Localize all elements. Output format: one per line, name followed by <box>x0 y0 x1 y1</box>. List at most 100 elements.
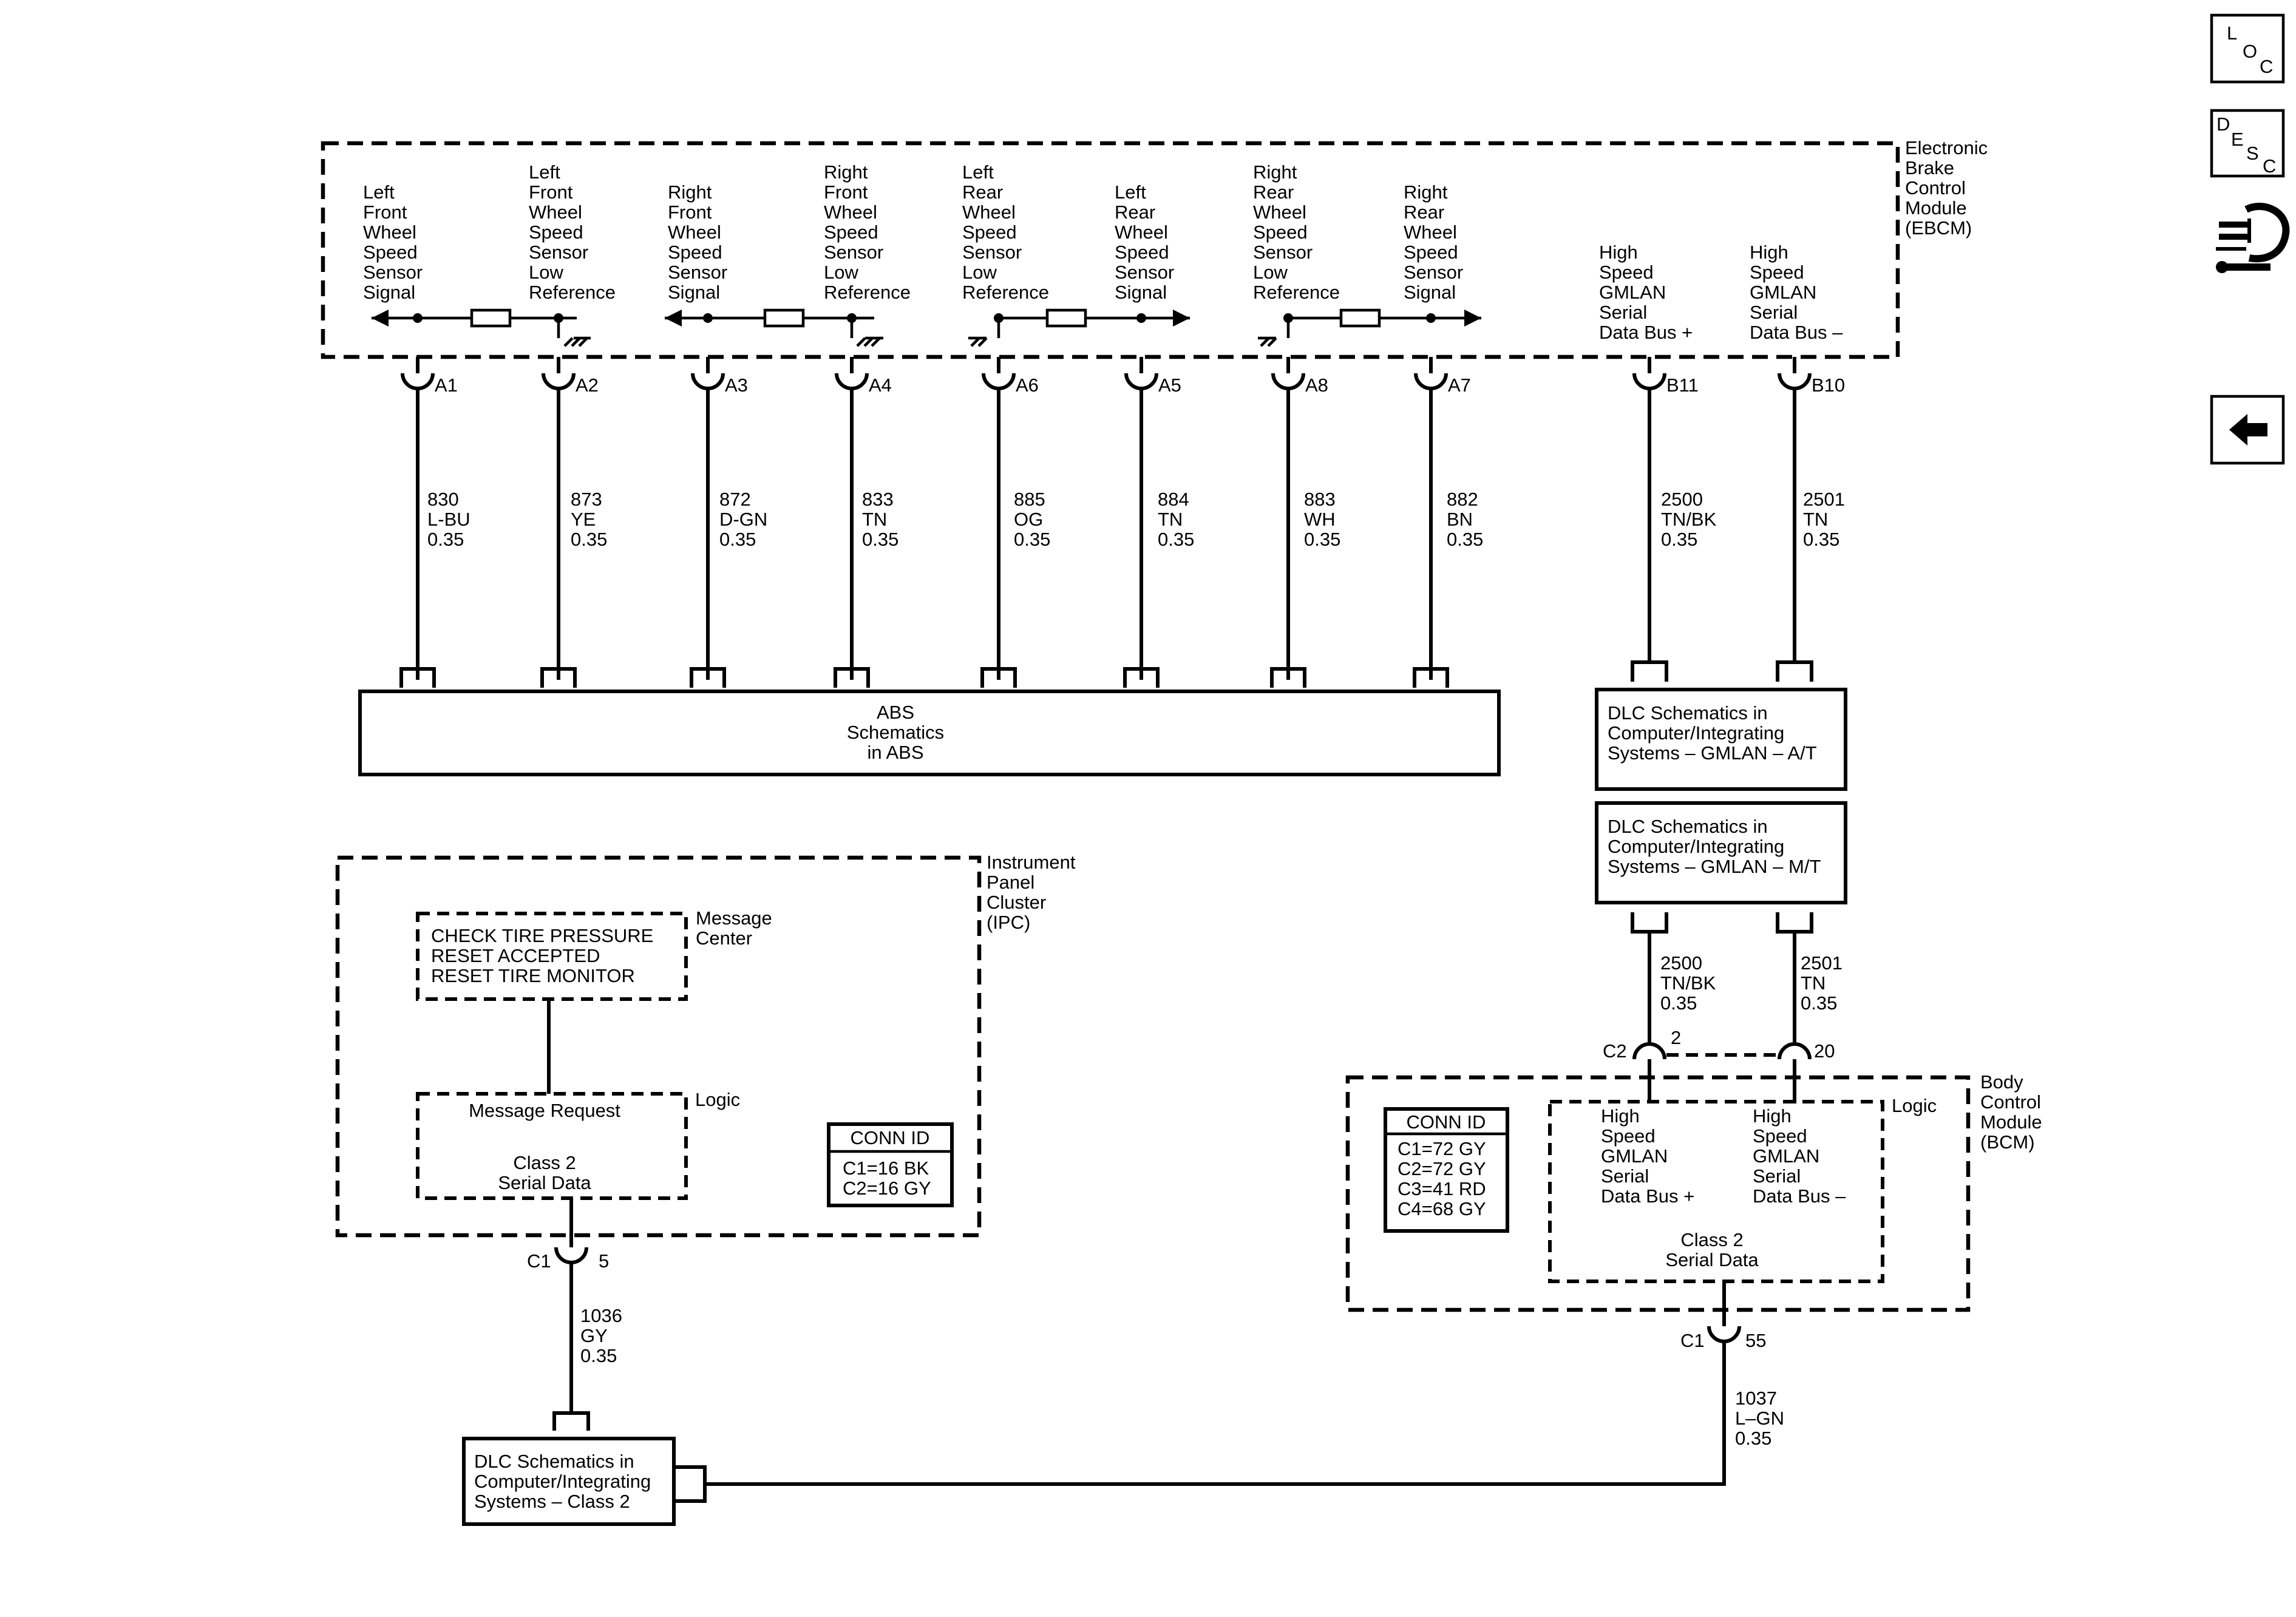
ipc-class2-label: Class 2 Serial Data <box>498 1152 591 1193</box>
svg-text:0.35: 0.35 <box>1660 992 1697 1014</box>
bcm-module-outline <box>1345 1075 1971 1312</box>
circuit-function-label: Left <box>962 161 994 183</box>
wire-label: 883 <box>1304 489 1336 510</box>
back-button[interactable] <box>2210 395 2285 465</box>
wire-label: 0.35 <box>1661 529 1697 550</box>
wire-label: OG <box>1014 509 1043 530</box>
circuit-function-label: Front <box>668 202 712 223</box>
circuit-function-label: Wheel <box>1404 222 1457 243</box>
circuit-function-label: Rear <box>1115 202 1155 223</box>
svg-text:DLC Schematics in: DLC Schematics in <box>1608 702 1768 724</box>
dlc-class2-pin <box>552 1411 590 1431</box>
svg-text:C4=68 GY: C4=68 GY <box>1398 1198 1486 1219</box>
svg-text:Panel: Panel <box>987 872 1034 893</box>
circuit-function-label: Right <box>1404 181 1448 203</box>
wire-label: 830 <box>427 489 459 510</box>
svg-text:5: 5 <box>599 1250 609 1272</box>
circuit-function-label: Rear <box>1404 202 1444 223</box>
connector-pin-label: A6 <box>1016 375 1039 396</box>
svg-text:C1: C1 <box>1680 1330 1705 1351</box>
wire-label: 872 <box>719 489 751 510</box>
svg-text:1037: 1037 <box>1735 1388 1777 1409</box>
wire-label: 0.35 <box>1014 529 1050 550</box>
svg-text:GMLAN: GMLAN <box>1601 1145 1668 1167</box>
wire-label: TN <box>1158 509 1183 530</box>
svg-text:Cluster: Cluster <box>987 892 1046 913</box>
svg-text:GMLAN: GMLAN <box>1753 1145 1819 1167</box>
circuit-function-label: Front <box>529 181 573 203</box>
ipc-c1-connector: C1 5 1036 GY 0.35 <box>527 1198 622 1413</box>
circuit-function-label: Wheel <box>1253 202 1306 223</box>
wire-label: YE <box>571 509 596 530</box>
svg-text:C2=16 GY: C2=16 GY <box>843 1178 931 1199</box>
wire-label: 0.35 <box>1803 529 1839 550</box>
circuit-function-label: GMLAN <box>1599 282 1666 303</box>
circuit-function-label: Data Bus + <box>1599 322 1693 343</box>
lr-sensor-symbol <box>968 308 1190 347</box>
circuit-function-label: Left <box>363 181 395 203</box>
svg-text:Data Bus –: Data Bus – <box>1753 1185 1846 1207</box>
desc-button[interactable]: D E S C <box>2210 109 2285 178</box>
svg-text:RESET ACCEPTED: RESET ACCEPTED <box>431 945 600 966</box>
svg-text:(IPC): (IPC) <box>987 912 1030 933</box>
ipc-module-outline <box>335 855 982 1238</box>
svg-text:Electronic: Electronic <box>1905 137 1988 158</box>
svg-text:High: High <box>1601 1105 1640 1127</box>
rr-sensor-symbol <box>1258 308 1481 347</box>
wire-label: TN <box>862 509 887 530</box>
circuit-function-label: Rear <box>1253 181 1294 203</box>
wire-label: L-BU <box>427 509 470 530</box>
wire-label: 873 <box>571 489 602 510</box>
circuit-function-label: Wheel <box>962 202 1016 223</box>
circuit-function-label: Left <box>529 161 560 183</box>
abs-pin <box>690 667 726 688</box>
circuit-function-label: High <box>1599 242 1638 263</box>
dlc-class2-label: DLC Schematics in Computer/Integrating S… <box>474 1451 651 1512</box>
connector-pin-label: A5 <box>1158 375 1181 396</box>
svg-text:GY: GY <box>580 1325 608 1346</box>
svg-text:1036: 1036 <box>580 1305 622 1326</box>
svg-text:Schematics: Schematics <box>847 722 944 743</box>
circuit-function-label: GMLAN <box>1750 282 1816 303</box>
circuit-function-label: Wheel <box>668 222 721 243</box>
ipc-logic-label: Logic <box>695 1089 740 1110</box>
circuit-function-label: Low <box>962 262 997 283</box>
circuit-function-label: Wheel <box>529 202 582 223</box>
bcm-c1-connector: C1 55 1037 L–GN 0.35 <box>705 1281 1784 1486</box>
ipc-logic-box <box>416 1092 688 1200</box>
lf-sensor-symbol <box>372 308 591 347</box>
gmlan-mid-wires: 2500 TN/BK 0.35 2501 TN 0.35 <box>1648 932 1843 1042</box>
abs-pin <box>540 667 577 688</box>
circuit-function-label: Speed <box>1253 222 1308 243</box>
svg-text:C: C <box>2263 155 2276 177</box>
connector-tool-icon[interactable] <box>2216 203 2290 273</box>
circuit-function-label: Rear <box>962 181 1003 203</box>
circuit-function-label: Speed <box>962 222 1017 243</box>
circuit-function-label: Front <box>824 181 868 203</box>
connector-pin-label: B10 <box>1812 375 1845 396</box>
ebcm-circuit: RightFrontWheelSpeedSensorLowReferenceA4… <box>824 161 911 680</box>
dlc-class2-box <box>462 1437 676 1526</box>
circuit-function-label: Serial <box>1750 302 1798 323</box>
svg-text:Computer/Integrating: Computer/Integrating <box>1608 836 1784 857</box>
circuit-function-label: Speed <box>363 242 418 263</box>
loc-button[interactable]: L O C <box>2210 13 2285 84</box>
circuit-function-label: Speed <box>1750 262 1804 283</box>
circuit-function-label: Sensor <box>1253 242 1313 263</box>
message-center-messages: CHECK TIRE PRESSURE RESET ACCEPTED RESET… <box>431 925 653 986</box>
svg-text:in ABS: in ABS <box>867 742 923 763</box>
wire-label: 0.35 <box>1447 529 1483 550</box>
wire-label: 0.35 <box>862 529 898 550</box>
wire-label: TN/BK <box>1661 509 1717 530</box>
dlc-gmlan-at-label: DLC Schematics in Computer/Integrating S… <box>1608 702 1817 764</box>
circuit-function-label: Sensor <box>363 262 423 283</box>
circuit-function-label: Signal <box>1115 282 1167 303</box>
bcm-c2-connector: C2 2 20 <box>1603 1027 1835 1103</box>
svg-text:Center: Center <box>696 927 752 949</box>
svg-text:Module: Module <box>1980 1111 2042 1133</box>
circuit-function-label: Right <box>1253 161 1297 183</box>
connector-pin-label: A8 <box>1305 375 1328 396</box>
circuit-function-label: Speed <box>1115 242 1169 263</box>
svg-text:C: C <box>2260 56 2273 77</box>
